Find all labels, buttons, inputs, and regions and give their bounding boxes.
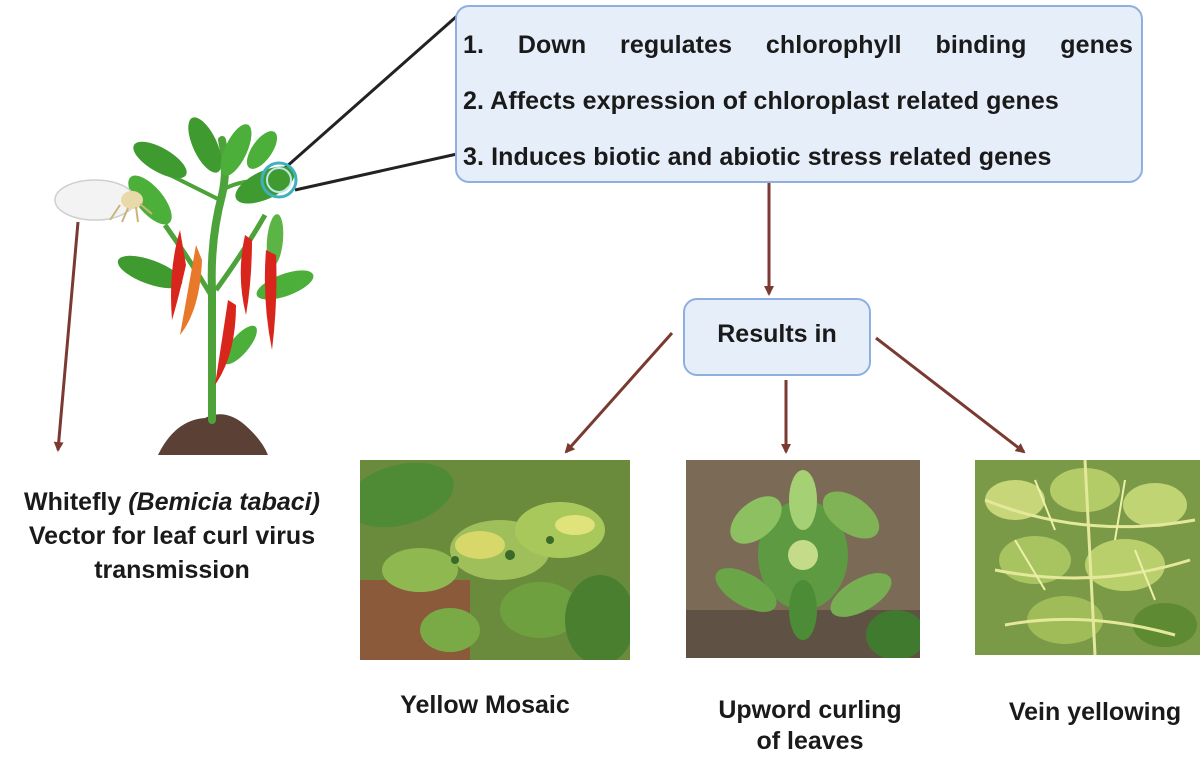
arrow-whitefly-down (53, 221, 80, 452)
yellow-mosaic-caption: Yellow Mosaic (400, 691, 570, 719)
mechanism-line-3: 3. Induces biotic and abiotic stress rel… (463, 143, 1052, 171)
upward-curling-caption: Upword curling of leaves (682, 695, 938, 757)
mechanism-line-1: 1. Down regulates chlorophyll binding ge… (463, 31, 1133, 59)
results-in-box: Results in (683, 298, 871, 376)
upward-curling-photo (686, 460, 920, 658)
connector-line-top (284, 14, 458, 170)
whitefly-caption-line-2: Vector for leaf curl virus (28, 522, 316, 550)
chili-plant-illustration (117, 117, 314, 455)
whitefly-species: (Bemicia tabaci) (128, 488, 320, 516)
vein-yellowing-photo (975, 460, 1200, 655)
results-in-label: Results in (717, 320, 837, 348)
gene-regulation-box: 1. Down regulates chlorophyll binding ge… (455, 5, 1143, 183)
whitefly-caption-line-1: Whitefly (Bemicia tabaci) (0, 485, 344, 519)
upward-curling-caption-line-1: Upword curling (718, 696, 902, 724)
vein-yellowing-caption: Vein yellowing (1008, 698, 1182, 726)
whitefly-illustration (54, 179, 153, 223)
arrow-to-mosaic (564, 332, 674, 454)
arrow-to-vein (875, 336, 1026, 454)
connector-line-bottom (294, 152, 458, 192)
whitefly-caption-line-3: transmission (94, 556, 250, 584)
whitefly-caption: Whitefly (Bemicia tabaci) Vector for lea… (0, 485, 344, 587)
whitefly-name: Whitefly (24, 488, 129, 516)
yellow-mosaic-photo (360, 460, 630, 660)
upward-curling-caption-line-2: of leaves (756, 727, 864, 755)
mechanism-line-2: 2. Affects expression of chloroplast rel… (463, 87, 1059, 115)
